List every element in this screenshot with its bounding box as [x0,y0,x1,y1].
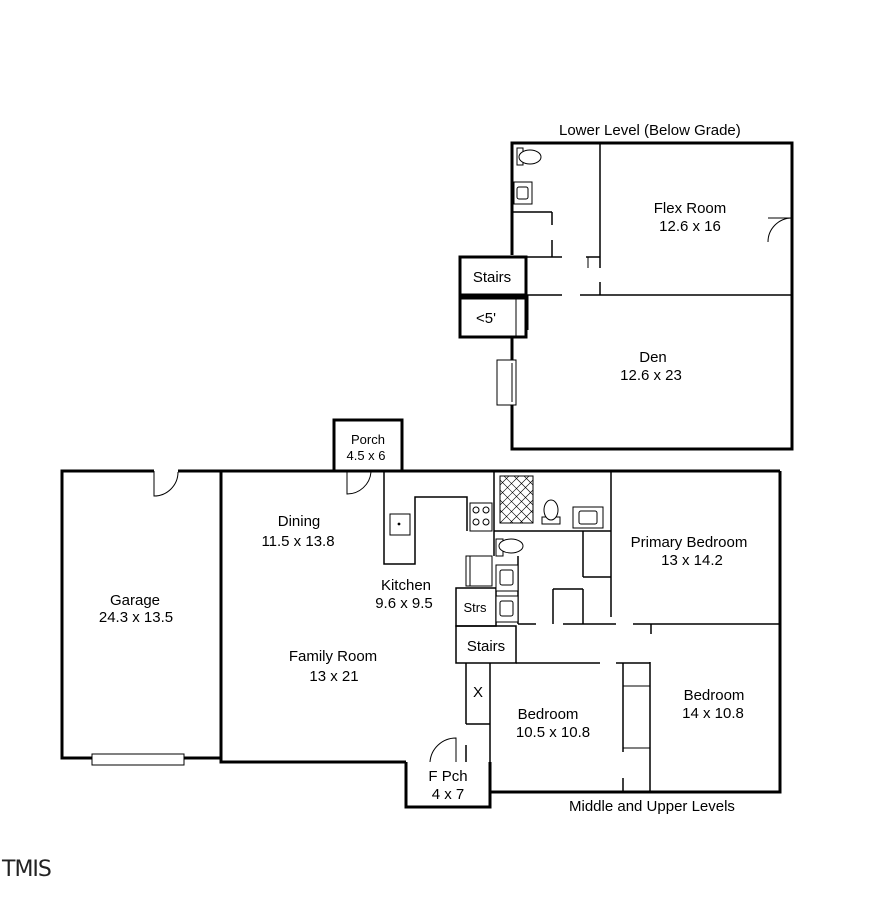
sink-icon [572,506,604,529]
sink-icon [495,564,519,592]
sink-icon [495,595,519,623]
label-den: Den [639,349,667,366]
lower-level-walls [458,141,794,451]
stove-icon [469,502,493,532]
main-level-caption: Middle and Upper Levels [569,798,735,815]
label-stairs-main: Stairs [467,638,505,655]
kitchen-counters [383,471,468,565]
label-dining: Dining [278,513,321,530]
label-bedroom-2: Bedroom [684,687,745,704]
label-garage: Garage [110,592,160,609]
lower-level-interior [512,143,792,338]
size-garage: 24.3 x 13.5 [99,609,173,626]
label-front-porch: F Pch [428,768,467,785]
garage-door-swing-icon [153,471,179,497]
label-kitchen: Kitchen [381,577,431,594]
front-door-swing-icon [429,737,457,763]
size-family-room: 13 x 21 [309,668,358,685]
label-primary-bedroom: Primary Bedroom [631,534,748,551]
size-porch: 4.5 x 6 [346,448,385,463]
label-strs: Strs [463,600,487,615]
size-bedroom-1: 10.5 x 10.8 [516,724,590,741]
main-house-walls [219,469,782,809]
size-kitchen: 9.6 x 9.5 [375,595,433,612]
label-low-ceiling: <5' [476,310,496,327]
fireplace-icon [496,359,517,406]
refrigerator-icon [465,555,493,587]
size-bedroom-2: 14 x 10.8 [682,705,744,722]
shower-icon [499,475,534,524]
lower-level-caption: Lower Level (Below Grade) [559,122,741,139]
size-den: 12.6 x 23 [620,367,682,384]
label-family-room: Family Room [289,648,377,665]
label-closet-x: X [473,684,483,701]
toilet-icon [541,499,561,525]
label-porch: Porch [351,432,385,447]
porch-outline [332,418,404,473]
size-front-porch: 4 x 7 [432,786,465,803]
label-flex-room: Flex Room [654,200,727,217]
porch-door-swing-icon [346,471,372,495]
garage-walls [60,469,221,766]
toilet-icon [495,538,524,557]
brand-mark: TMIS [1,857,51,882]
label-bedroom-1: Bedroom [518,706,579,723]
toilet-icon [516,147,542,166]
size-primary-bedroom: 13 x 14.2 [661,552,723,569]
label-stairs-lower: Stairs [473,269,511,286]
door-swing-icon [767,217,793,243]
size-flex-room: 12.6 x 16 [659,218,721,235]
sink-icon [513,181,533,205]
size-dining: 11.5 x 13.8 [261,533,334,550]
